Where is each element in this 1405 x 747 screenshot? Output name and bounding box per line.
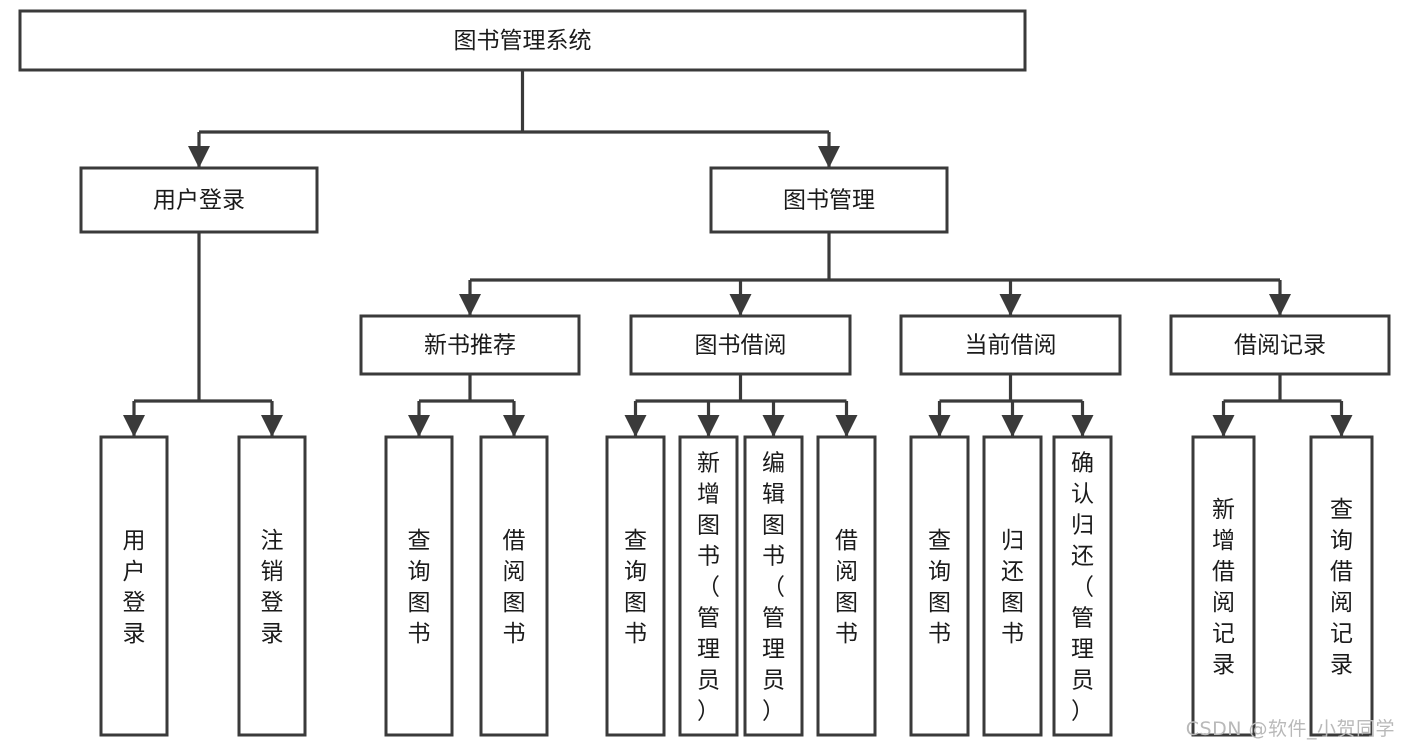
node-box-leaf-borrow-book[interactable] bbox=[816, 435, 877, 737]
node-box-user-login[interactable] bbox=[79, 166, 319, 234]
node-box-leaf-add-borrow-record[interactable] bbox=[1191, 435, 1256, 737]
arrow-head-book-borrow bbox=[729, 294, 752, 316]
node-new-book-recommend[interactable]: 新书推荐 bbox=[359, 314, 581, 376]
node-box-leaf-logout[interactable] bbox=[237, 435, 307, 737]
node-label-leaf-query-book-current: 查询图书 bbox=[928, 528, 951, 647]
node-box-leaf-query-book-recommend[interactable] bbox=[384, 435, 454, 737]
node-leaf-query-book-borrow[interactable]: 查询图书 bbox=[605, 435, 666, 737]
node-label-leaf-query-borrow-record: 查询借阅记录 bbox=[1330, 497, 1353, 678]
arrow-head-new-book-recommend bbox=[459, 294, 481, 316]
node-leaf-return-book[interactable]: 归还图书 bbox=[982, 435, 1043, 737]
arrow-head-leaf-query-book-borrow bbox=[624, 415, 647, 437]
arrow-head-leaf-query-borrow-record bbox=[1330, 415, 1353, 437]
node-leaf-query-borrow-record[interactable]: 查询借阅记录 bbox=[1309, 435, 1374, 737]
node-book-borrow[interactable]: 图书借阅 bbox=[629, 314, 852, 376]
node-current-borrow[interactable]: 当前借阅 bbox=[899, 314, 1122, 376]
node-label-current-borrow: 当前借阅 bbox=[965, 333, 1057, 359]
node-leaf-add-borrow-record[interactable]: 新增借阅记录 bbox=[1191, 435, 1256, 737]
arrow-head-leaf-borrow-book-recommend bbox=[503, 415, 525, 437]
node-box-leaf-confirm-return[interactable] bbox=[1052, 435, 1113, 737]
arrow-head-current-borrow bbox=[999, 294, 1022, 316]
arrow-head-leaf-confirm-return bbox=[1071, 415, 1094, 437]
node-layer: 图书管理系统用户登录图书管理新书推荐图书借阅当前借阅借阅记录用户登录注销登录查询… bbox=[18, 9, 1391, 737]
node-label-root: 图书管理系统 bbox=[454, 28, 592, 54]
node-box-leaf-return-book[interactable] bbox=[982, 435, 1043, 737]
arrow-head-leaf-logout bbox=[261, 415, 283, 437]
node-box-current-borrow[interactable] bbox=[899, 314, 1122, 376]
node-box-leaf-user-login[interactable] bbox=[99, 435, 169, 737]
node-borrow-records[interactable]: 借阅记录 bbox=[1169, 314, 1391, 376]
node-label-book-management: 图书管理 bbox=[783, 188, 875, 214]
node-label-borrow-records: 借阅记录 bbox=[1234, 333, 1326, 359]
node-leaf-borrow-book-recommend[interactable]: 借阅图书 bbox=[479, 435, 549, 737]
arrow-head-leaf-query-book-recommend bbox=[408, 415, 430, 437]
node-leaf-query-book-current[interactable]: 查询图书 bbox=[909, 435, 970, 737]
node-label-leaf-add-borrow-record: 新增借阅记录 bbox=[1212, 497, 1235, 678]
node-box-leaf-query-book-current[interactable] bbox=[909, 435, 970, 737]
node-leaf-query-book-recommend[interactable]: 查询图书 bbox=[384, 435, 454, 737]
arrow-head-book-management bbox=[818, 146, 840, 168]
node-label-leaf-add-book: 新增图书（管理员） bbox=[697, 451, 720, 725]
node-leaf-add-book[interactable]: 新增图书（管理员） bbox=[678, 435, 739, 737]
arrow-head-leaf-query-book-current bbox=[928, 415, 951, 437]
node-box-borrow-records[interactable] bbox=[1169, 314, 1391, 376]
node-box-book-management[interactable] bbox=[709, 166, 949, 234]
node-label-leaf-confirm-return: 确认归还（管理员） bbox=[1071, 451, 1094, 725]
arrow-head-leaf-return-book bbox=[1001, 415, 1024, 437]
node-label-leaf-user-login: 用户登录 bbox=[123, 528, 146, 647]
arrow-head-borrow-records bbox=[1269, 294, 1291, 316]
node-leaf-user-login[interactable]: 用户登录 bbox=[99, 435, 169, 737]
node-box-leaf-borrow-book-recommend[interactable] bbox=[479, 435, 549, 737]
node-leaf-borrow-book[interactable]: 借阅图书 bbox=[816, 435, 877, 737]
arrow-head-leaf-user-login bbox=[123, 415, 145, 437]
arrow-head-leaf-add-borrow-record bbox=[1212, 415, 1235, 437]
connector-layer bbox=[123, 70, 1353, 437]
node-label-leaf-return-book: 归还图书 bbox=[1001, 528, 1024, 647]
node-label-leaf-borrow-book: 借阅图书 bbox=[835, 528, 858, 647]
node-label-leaf-borrow-book-recommend: 借阅图书 bbox=[503, 528, 526, 647]
arrow-head-leaf-add-book bbox=[697, 415, 720, 437]
node-label-leaf-query-book-borrow: 查询图书 bbox=[624, 528, 647, 647]
node-label-user-login: 用户登录 bbox=[153, 188, 245, 214]
node-leaf-confirm-return[interactable]: 确认归还（管理员） bbox=[1052, 435, 1113, 737]
node-box-new-book-recommend[interactable] bbox=[359, 314, 581, 376]
node-leaf-logout[interactable]: 注销登录 bbox=[237, 435, 307, 737]
node-book-management[interactable]: 图书管理 bbox=[709, 166, 949, 234]
node-label-new-book-recommend: 新书推荐 bbox=[424, 333, 516, 359]
node-box-leaf-edit-book[interactable] bbox=[743, 435, 804, 737]
arrow-head-leaf-borrow-book bbox=[835, 415, 858, 437]
node-label-leaf-logout: 注销登录 bbox=[261, 528, 284, 647]
node-box-leaf-query-borrow-record[interactable] bbox=[1309, 435, 1374, 737]
node-box-root[interactable] bbox=[18, 9, 1027, 72]
node-label-book-borrow: 图书借阅 bbox=[695, 333, 787, 359]
node-box-leaf-add-book[interactable] bbox=[678, 435, 739, 737]
arrow-head-user-login bbox=[188, 146, 210, 168]
node-user-login[interactable]: 用户登录 bbox=[79, 166, 319, 234]
node-box-book-borrow[interactable] bbox=[629, 314, 852, 376]
node-label-leaf-query-book-recommend: 查询图书 bbox=[408, 528, 431, 647]
node-label-leaf-edit-book: 编辑图书（管理员） bbox=[762, 451, 785, 725]
node-box-leaf-query-book-borrow[interactable] bbox=[605, 435, 666, 737]
node-leaf-edit-book[interactable]: 编辑图书（管理员） bbox=[743, 435, 804, 737]
node-root[interactable]: 图书管理系统 bbox=[18, 9, 1027, 72]
arrow-head-leaf-edit-book bbox=[762, 415, 785, 437]
